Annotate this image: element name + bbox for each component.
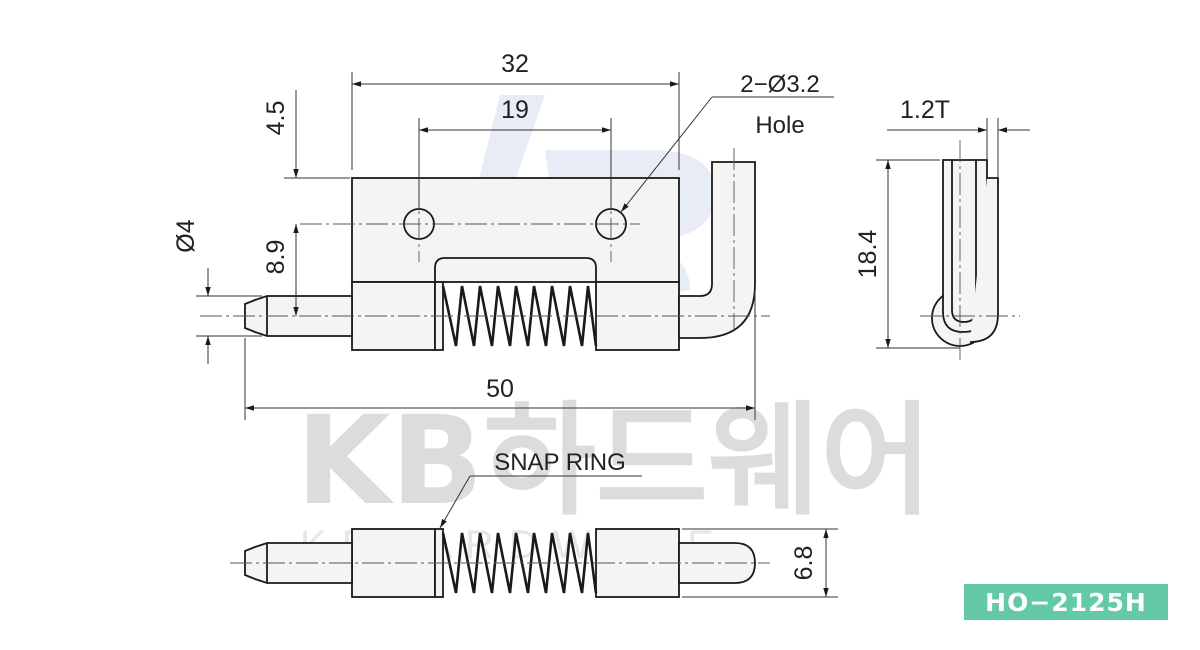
dim-hole-spacing: 19 xyxy=(501,96,529,124)
dim-bottom-height: 6.8 xyxy=(790,546,818,581)
front-dimensions: 32 19 2−Ø3.2 Hole 4.5 8.9 Ø4 50 xyxy=(172,50,834,420)
mounting-plate xyxy=(351,177,680,283)
dim-total-length: 50 xyxy=(486,375,514,403)
side-plate-fold xyxy=(969,177,999,343)
pin-left xyxy=(244,295,353,337)
product-code-badge: HO−2125H xyxy=(964,584,1168,620)
dim-top-offset: 4.5 xyxy=(262,101,290,136)
side-view: 1.2T 18.4 xyxy=(854,96,1030,362)
dim-overall-width: 32 xyxy=(501,50,529,78)
dim-pin-diameter: Ø4 xyxy=(172,219,200,252)
dim-side-height: 18.4 xyxy=(854,230,882,279)
plate-window xyxy=(434,257,597,282)
hole-spec-label: 2−Ø3.2 xyxy=(740,71,819,98)
spring-front xyxy=(441,285,598,347)
bottom-pin-right xyxy=(678,542,756,584)
snap-ring-label: SNAP RING xyxy=(494,449,626,476)
front-view xyxy=(200,148,770,351)
dim-thickness: 1.2T xyxy=(900,96,950,124)
watermark-brand: KB하드웨어 xyxy=(296,390,933,532)
bent-handle xyxy=(678,161,756,339)
leader-arrow xyxy=(620,96,713,213)
dim-center-height: 8.9 xyxy=(262,240,290,275)
bottom-view: SNAP RING 6.8 xyxy=(230,449,838,598)
hole-word-label: Hole xyxy=(755,112,804,139)
leader-arrow xyxy=(439,475,471,529)
